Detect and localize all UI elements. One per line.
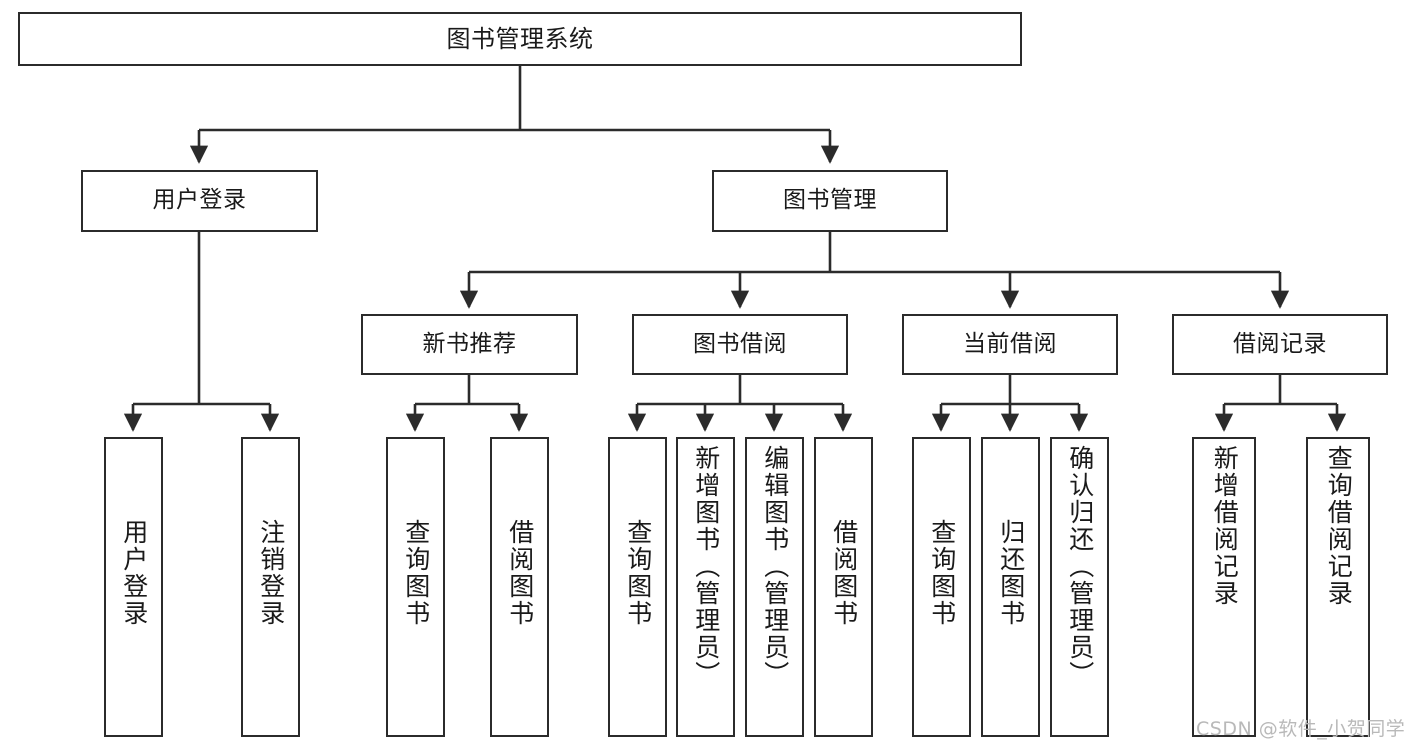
leaf-label: 借阅图书 — [829, 519, 859, 627]
leaf-query-book-recommend[interactable]: 查询图书 — [386, 437, 445, 737]
leaf-user-login[interactable]: 用户登录 — [104, 437, 163, 737]
node-book-borrow[interactable]: 图书借阅 — [632, 314, 848, 375]
leaf-label: 查询图书 — [401, 519, 431, 627]
leaf-label: 借阅图书 — [505, 519, 535, 627]
leaf-query-borrow-record[interactable]: 查询借阅记录 — [1306, 437, 1370, 737]
node-label: 图书管理 — [783, 187, 877, 214]
watermark: CSDN @软件_小贺同学 — [1196, 718, 1405, 740]
node-label: 用户登录 — [152, 187, 247, 214]
node-new-book-recommend[interactable]: 新书推荐 — [361, 314, 578, 375]
leaf-query-book-current[interactable]: 查询图书 — [912, 437, 971, 737]
leaf-add-borrow-record[interactable]: 新增借阅记录 — [1192, 437, 1256, 737]
node-label: 新书推荐 — [422, 330, 517, 357]
leaf-return-book[interactable]: 归还图书 — [981, 437, 1040, 737]
node-user-login[interactable]: 用户登录 — [81, 170, 318, 232]
node-label: 当前借阅 — [963, 330, 1057, 357]
node-current-borrow[interactable]: 当前借阅 — [902, 314, 1118, 375]
leaf-label: 归还图书 — [996, 519, 1026, 627]
leaf-label: 查询图书 — [927, 519, 957, 627]
leaf-label: 查询借阅记录 — [1324, 445, 1354, 607]
node-label: 借阅记录 — [1233, 330, 1327, 357]
node-book-management[interactable]: 图书管理 — [712, 170, 948, 232]
leaf-borrow-book-borrow[interactable]: 借阅图书 — [814, 437, 873, 737]
leaf-label: 确认归还（管理员） — [1065, 445, 1095, 688]
leaf-logout[interactable]: 注销登录 — [241, 437, 300, 737]
leaf-label: 新增借阅记录 — [1210, 445, 1240, 607]
leaf-label: 注销登录 — [256, 519, 286, 627]
leaf-confirm-return-admin[interactable]: 确认归还（管理员） — [1050, 437, 1109, 737]
node-label: 图书借阅 — [693, 330, 787, 357]
leaf-label: 查询图书 — [623, 519, 653, 627]
leaf-label: 用户登录 — [119, 519, 149, 627]
leaf-query-book-borrow[interactable]: 查询图书 — [608, 437, 667, 737]
leaf-label: 新增图书（管理员） — [691, 445, 721, 688]
node-label: 图书管理系统 — [446, 24, 594, 53]
leaf-borrow-book-recommend[interactable]: 借阅图书 — [490, 437, 549, 737]
leaf-add-book-admin[interactable]: 新增图书（管理员） — [676, 437, 735, 737]
node-root-system[interactable]: 图书管理系统 — [18, 12, 1022, 66]
leaf-label: 编辑图书（管理员） — [760, 445, 790, 688]
node-borrow-record[interactable]: 借阅记录 — [1172, 314, 1388, 375]
leaf-edit-book-admin[interactable]: 编辑图书（管理员） — [745, 437, 804, 737]
